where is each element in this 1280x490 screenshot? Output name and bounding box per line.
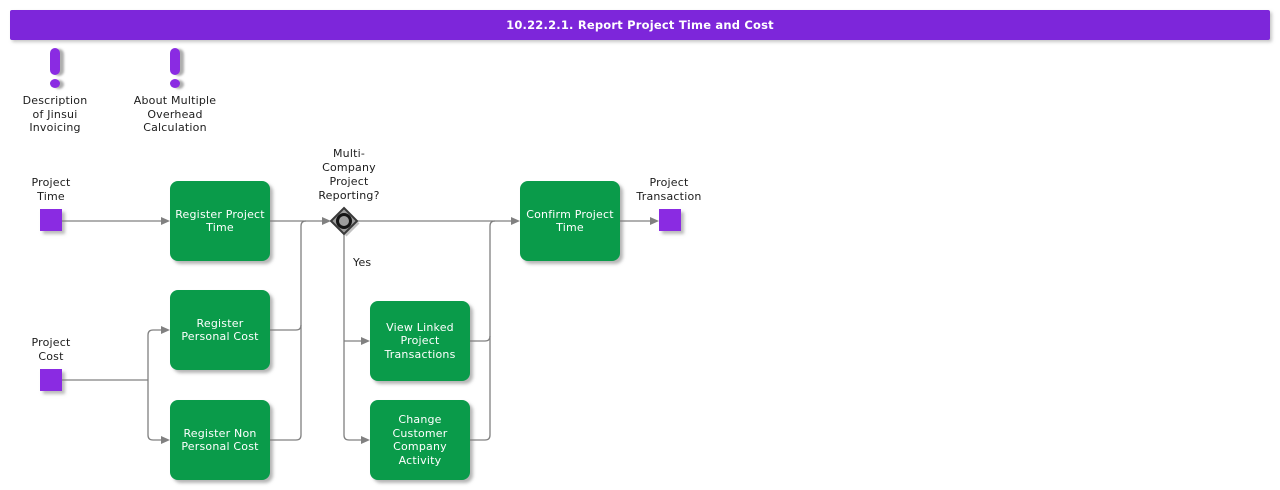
page-title: 10.22.2.1. Report Project Time and Cost (506, 18, 774, 32)
annotation-overhead-calculation[interactable]: About Multiple Overhead Calculation (125, 48, 225, 135)
event-label-project-cost: Project Cost (31, 336, 71, 363)
decision-gateway-diamond (329, 206, 360, 237)
task-register-personal-cost[interactable]: Register Personal Cost (170, 290, 270, 370)
arrowhead (322, 217, 331, 225)
flow-line (470, 335, 491, 342)
flow-line (343, 234, 361, 441)
flow-line (147, 329, 161, 441)
gateway-yes-label: Yes (353, 256, 372, 269)
arrowhead (161, 326, 170, 334)
task-change-customer-company-activity[interactable]: Change Customer Company Activity (370, 400, 470, 480)
task-confirm-project-time[interactable]: Confirm Project Time (520, 181, 620, 261)
exclamation-icon (5, 48, 105, 88)
event-square-project-transaction (659, 209, 681, 231)
task-label: Register Non Personal Cost (181, 426, 259, 454)
arrowhead (511, 217, 520, 225)
arrowhead (161, 217, 170, 225)
arrowhead (361, 337, 370, 345)
gateway-question-label: Multi- Company Project Reporting? (318, 147, 380, 202)
annotation-label: About Multiple Overhead Calculation (133, 94, 217, 134)
annotation-jinsui-invoicing[interactable]: Description of Jinsui Invoicing (5, 48, 105, 135)
event-label-project-time: Project Time (31, 176, 71, 203)
annotation-label: Description of Jinsui Invoicing (22, 94, 88, 134)
gateway-circle-icon (336, 213, 352, 229)
task-label: Confirm Project Time (526, 207, 614, 235)
task-label: Change Customer Company Activity (392, 413, 448, 467)
task-view-linked-project-transactions[interactable]: View Linked Project Transactions (370, 301, 470, 381)
event-square-project-cost (40, 369, 62, 391)
task-label: View Linked Project Transactions (384, 320, 456, 361)
event-label-project-transaction: Project Transaction (636, 176, 702, 203)
task-register-non-personal-cost[interactable]: Register Non Personal Cost (170, 400, 270, 480)
task-label: Register Project Time (175, 207, 265, 235)
event-square-project-time (40, 209, 62, 231)
flow-line (470, 220, 496, 441)
task-register-project-time[interactable]: Register Project Time (170, 181, 270, 261)
flow-line (270, 220, 307, 441)
title-bar: 10.22.2.1. Report Project Time and Cost (10, 10, 1270, 40)
exclamation-icon (125, 48, 225, 88)
arrowhead (161, 436, 170, 444)
flow-line (270, 324, 302, 331)
arrowhead (361, 436, 370, 444)
task-label: Register Personal Cost (181, 316, 259, 344)
arrowhead (650, 217, 659, 225)
